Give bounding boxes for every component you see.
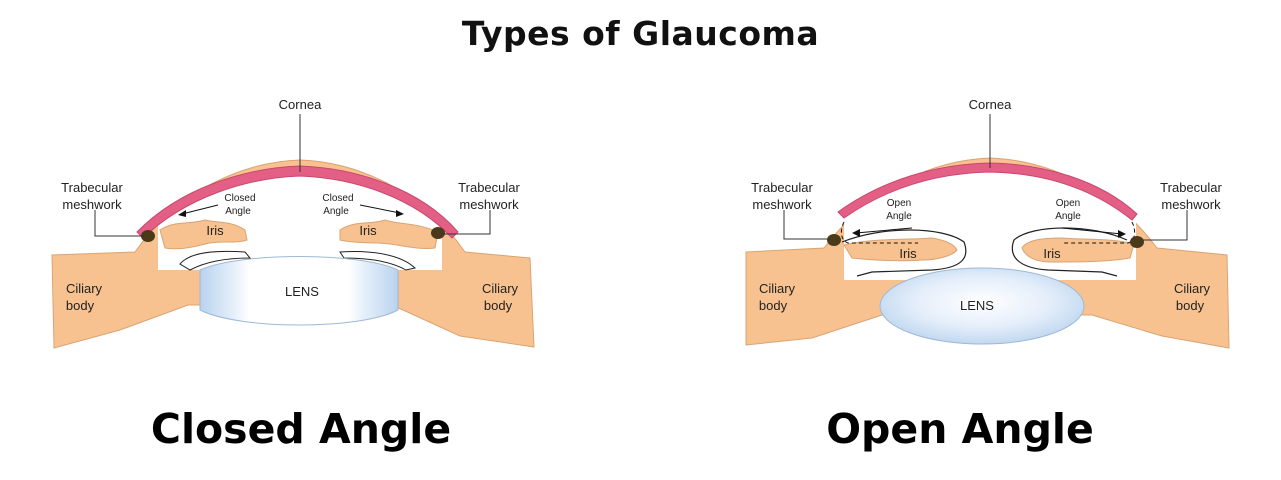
angle-label-left: Open <box>887 198 911 209</box>
trabecular-leader-right <box>442 210 491 235</box>
arrowhead-icon <box>178 210 186 217</box>
ciliary-label-left-2: body <box>66 298 95 313</box>
closed-angle-diagram: Cornea Trabecular meshwork Trabecular me… <box>51 97 535 349</box>
lens <box>199 256 399 326</box>
angle-label-right: Closed <box>322 193 353 204</box>
trabecular-label-right-2: meshwork <box>1161 197 1221 212</box>
trabecular-label-right-2: meshwork <box>459 197 519 212</box>
ciliary-label-right: Ciliary <box>1174 281 1211 296</box>
trabecular-label-right: Trabecular <box>1160 180 1222 195</box>
closed-angle-arrow-right <box>359 204 401 214</box>
flow-arrow-left <box>855 227 913 234</box>
ciliary-label-right-2: body <box>484 298 513 313</box>
angle-label-left: Closed <box>224 193 255 204</box>
iris-label-right: Iris <box>359 223 377 238</box>
trabecular-label-left: Trabecular <box>61 180 123 195</box>
trabecular-leader-left <box>94 210 144 237</box>
ciliary-label-left: Ciliary <box>759 281 796 296</box>
angle-label-left-2: Angle <box>225 206 251 217</box>
trabecular-label-right: Trabecular <box>458 180 520 195</box>
trabecular-meshwork-right <box>1130 236 1144 248</box>
posterior-chamber-left <box>179 250 252 271</box>
iris-right <box>339 219 439 249</box>
flow-arrow-right <box>1061 227 1123 235</box>
open-angle-dash-right <box>1062 221 1136 244</box>
iris-label-left: Iris <box>899 246 917 261</box>
aqueous-flow-right <box>1011 227 1128 277</box>
trabecular-label-left: Trabecular <box>751 180 813 195</box>
arrowhead-icon <box>852 229 860 237</box>
iris-right <box>1021 237 1135 263</box>
angle-label-right-2: Angle <box>1055 211 1081 222</box>
open-angle-diagram: Cornea Trabecular meshwork Trabecular me… <box>745 97 1230 349</box>
lens <box>879 267 1085 345</box>
cornea-band <box>136 165 459 239</box>
trabecular-leader-right <box>1141 210 1188 241</box>
lens-label: LENS <box>285 284 319 299</box>
cornea-label: Cornea <box>279 97 322 112</box>
cornea-band <box>837 162 1138 221</box>
open-angle-dash-left <box>840 221 918 244</box>
iris-label-right: Iris <box>1043 246 1061 261</box>
cornea-label: Cornea <box>969 97 1012 112</box>
ciliary-label-right: Ciliary <box>482 281 519 296</box>
trabecular-meshwork-left <box>141 230 155 242</box>
ciliary-label-left-2: body <box>759 298 788 313</box>
ciliary-label-right-2: body <box>1176 298 1205 313</box>
page-title: Types of Glaucoma <box>461 14 820 53</box>
aqueous-flow-left <box>841 229 967 277</box>
open-angle-caption: Open Angle <box>826 405 1094 453</box>
ciliary-label-left: Ciliary <box>66 281 103 296</box>
angle-label-right-2: Angle <box>323 206 349 217</box>
lens-label: LENS <box>960 298 994 313</box>
posterior-chamber-right <box>339 251 417 271</box>
trabecular-meshwork-right <box>431 227 445 239</box>
trabecular-label-left-2: meshwork <box>62 197 122 212</box>
arrowhead-icon <box>1118 230 1126 238</box>
trabecular-leader-left <box>783 210 830 240</box>
arrowhead-icon <box>396 210 404 217</box>
anterior-chamber <box>158 174 442 270</box>
iris-label-left: Iris <box>206 223 224 238</box>
angle-label-right: Open <box>1056 198 1080 209</box>
iris-left <box>159 219 248 250</box>
trabecular-meshwork-left <box>827 234 841 246</box>
closed-angle-caption: Closed Angle <box>150 405 452 453</box>
closed-angle-arrow-left <box>181 204 219 215</box>
angle-label-left-2: Angle <box>886 211 912 222</box>
trabecular-label-left-2: meshwork <box>752 197 812 212</box>
iris-left <box>843 237 958 262</box>
